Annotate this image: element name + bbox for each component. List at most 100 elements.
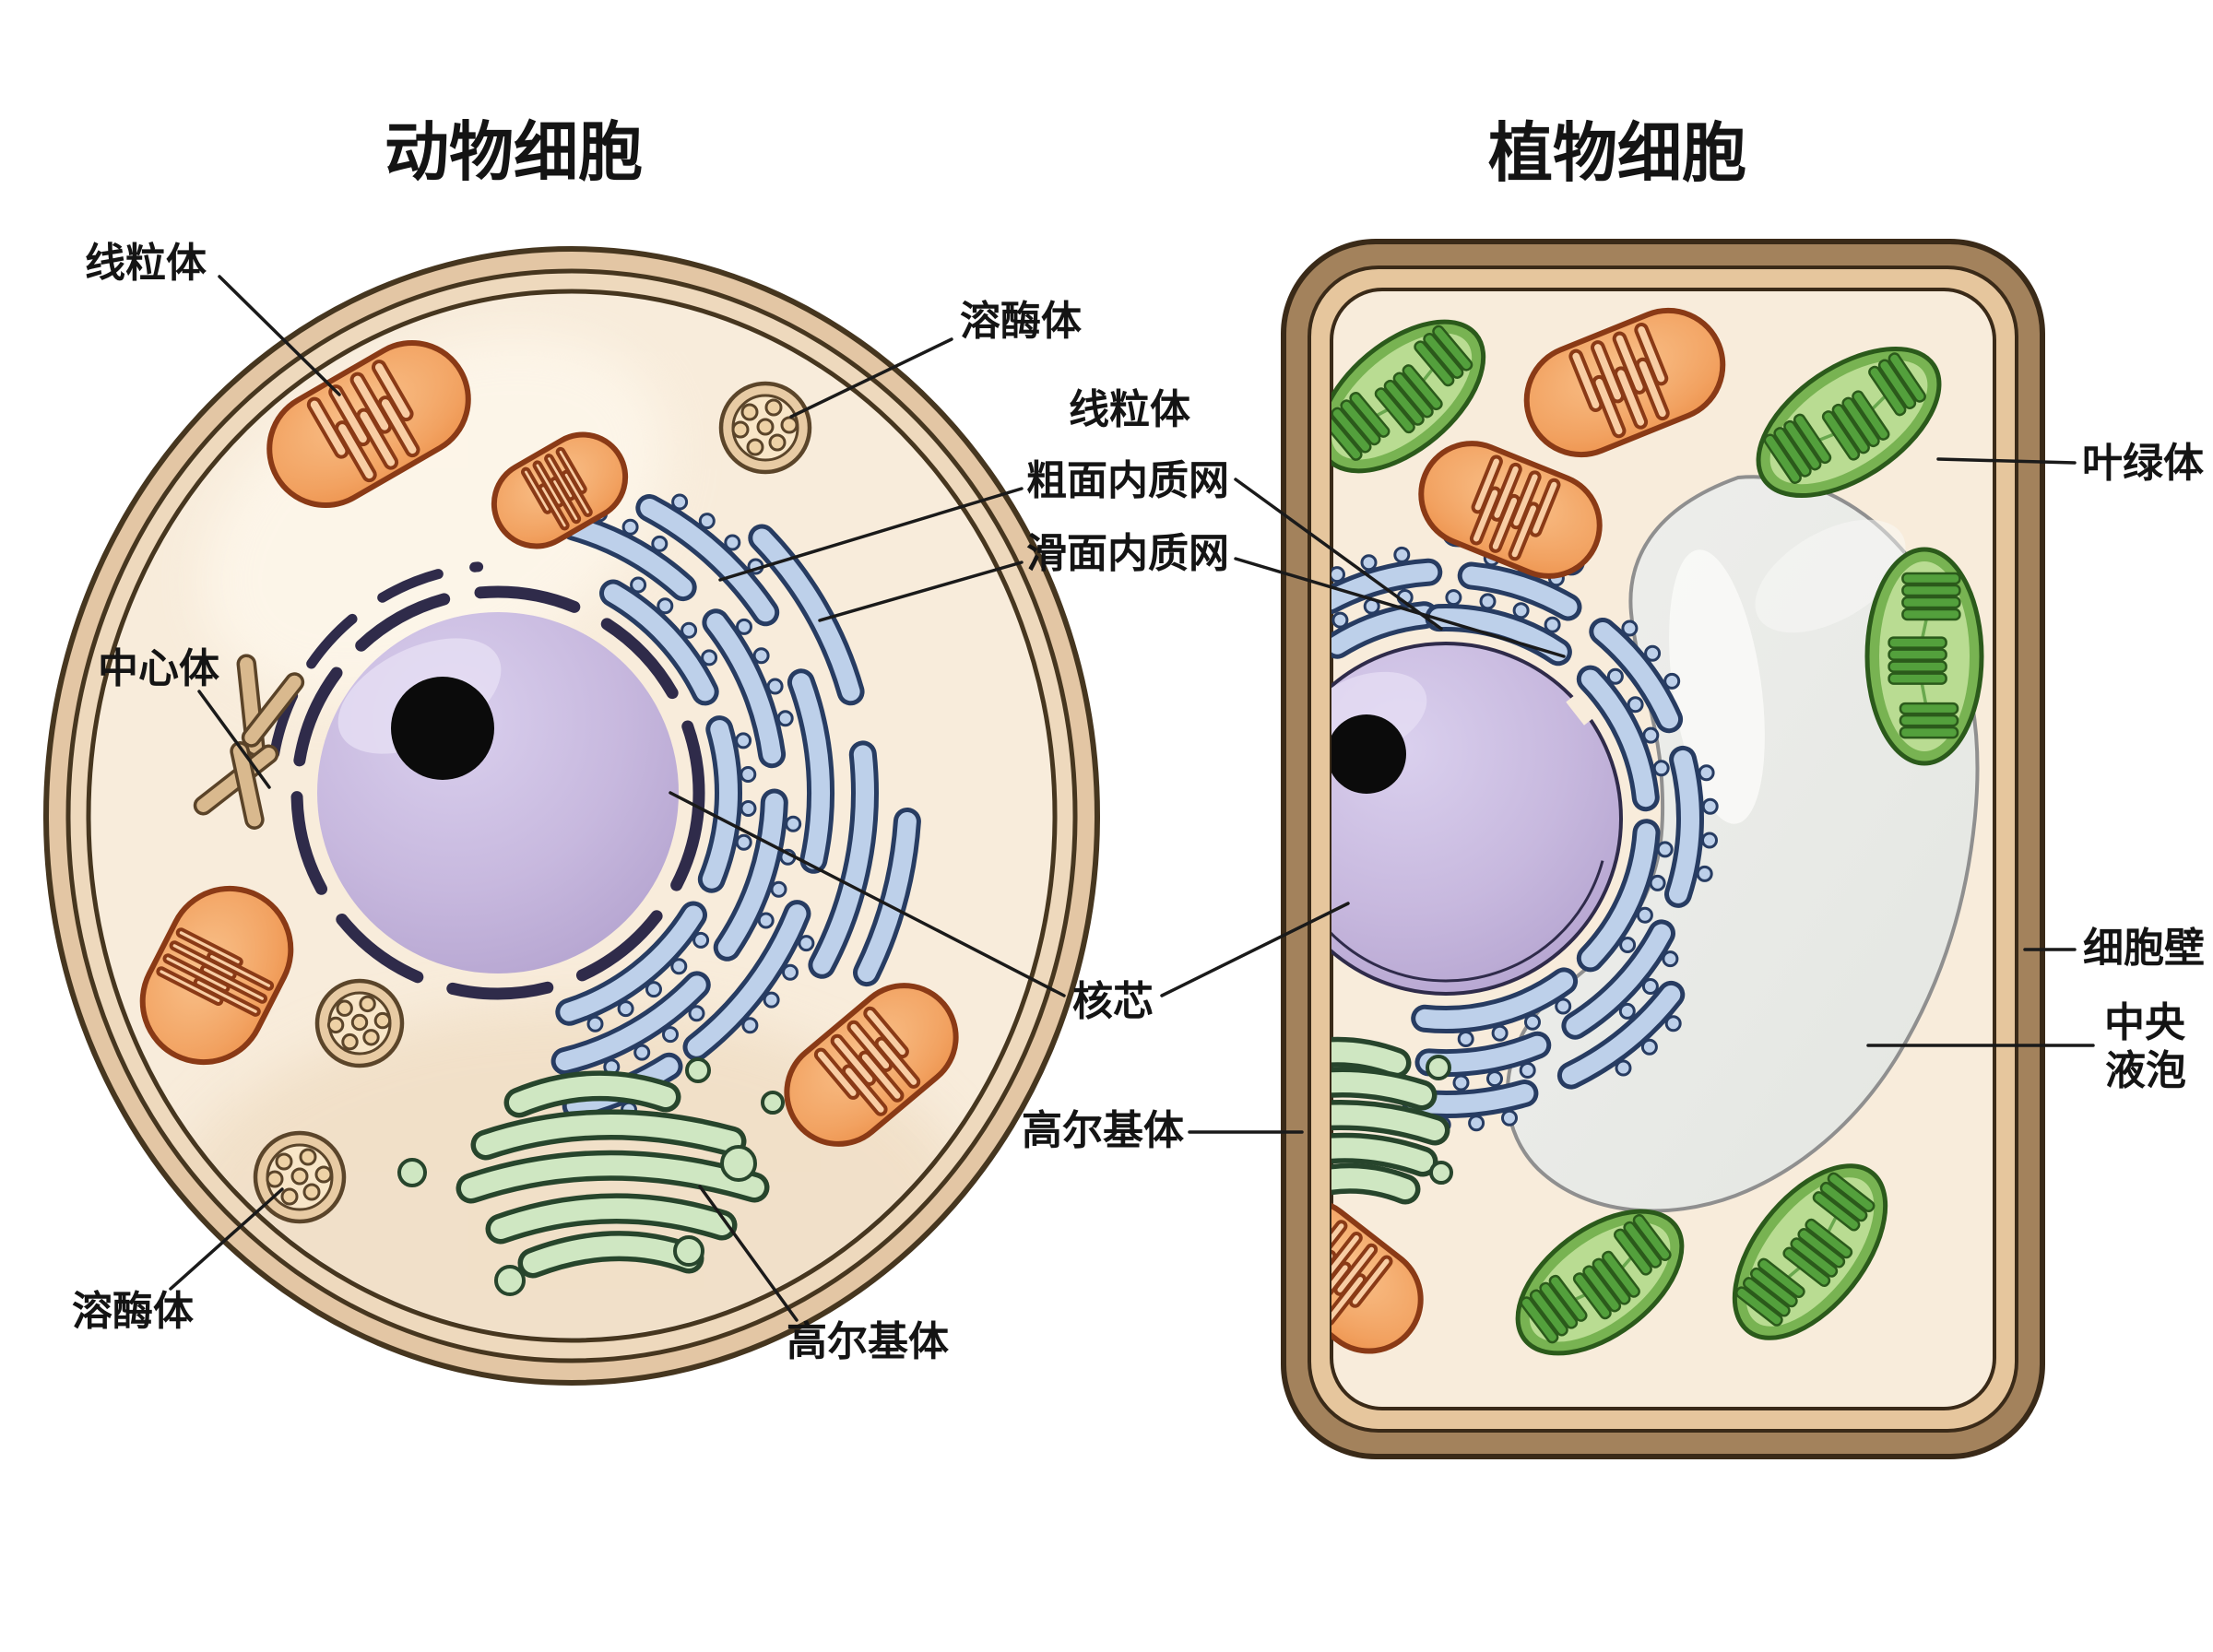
crista — [1348, 1255, 1393, 1308]
ribosome-dot — [1519, 1062, 1536, 1079]
rough-er-tube — [555, 901, 710, 1032]
mitochondrion — [1523, 307, 1726, 458]
ribosome-dot — [1544, 616, 1561, 633]
crista — [1471, 454, 1503, 514]
golgi-vesicle — [673, 1235, 704, 1267]
crista — [830, 1033, 877, 1086]
lysosome — [718, 381, 812, 475]
thylakoid-stack — [1901, 584, 1961, 597]
thylakoid-stack — [1734, 1286, 1783, 1327]
enzyme-granule — [314, 1165, 333, 1184]
leader-animal-mitochondrion — [218, 275, 341, 396]
rough-er-tube — [560, 505, 697, 602]
thylakoid-stack — [1790, 1237, 1839, 1278]
leader-lines — [169, 275, 2095, 1322]
ribosome-dot — [1621, 620, 1639, 637]
ribosome-dot — [724, 534, 741, 551]
rough-er-tube — [550, 971, 711, 1076]
ribosome-dot — [782, 963, 799, 981]
title-plant-cell: 植物细胞 — [1488, 117, 1746, 189]
ribosome-dot — [1642, 726, 1660, 744]
leader-animal-golgi — [698, 1185, 799, 1322]
enzyme-granule — [746, 438, 764, 456]
enzyme-granule — [299, 1148, 317, 1166]
thylakoid-stack — [1888, 660, 1947, 673]
thylakoid-stack — [1520, 1296, 1559, 1344]
thylakoid-stack — [1757, 1257, 1805, 1299]
nucleolus — [391, 677, 494, 780]
mitochondrion — [139, 885, 294, 1066]
ribosome-dot — [1698, 764, 1715, 782]
label-plant-golgi: 高尔基体 — [1022, 1108, 1184, 1153]
mitochondrion — [784, 983, 959, 1147]
crista — [550, 477, 582, 525]
leader-rough-er-right — [1234, 478, 1443, 631]
crista — [1331, 1220, 1348, 1273]
title-animal-cell: 动物细胞 — [385, 116, 643, 188]
thylakoid-stack — [1331, 407, 1372, 454]
ribosome-dot — [735, 732, 752, 749]
label-nucleolus: 核芯 — [1072, 979, 1154, 1024]
nuclear-pore-gap — [1566, 690, 1599, 726]
thylakoid-stack — [1888, 636, 1947, 649]
enzyme-granule — [359, 995, 376, 1013]
crista — [538, 483, 570, 531]
thylakoid-stack — [1602, 1250, 1640, 1298]
rough-er-tube — [1425, 589, 1572, 667]
thylakoid-stack — [1572, 1272, 1612, 1320]
ribosome-dot — [1662, 950, 1679, 968]
ribosome-dot — [735, 833, 752, 851]
chloroplast — [1331, 319, 1486, 474]
crista — [863, 1006, 909, 1059]
lysosome — [314, 978, 405, 1068]
crista — [1331, 1249, 1337, 1303]
ribosome-dot — [1619, 937, 1637, 953]
crista — [1634, 323, 1669, 386]
enzyme-granule — [266, 1170, 284, 1188]
ribosome-dot — [633, 1044, 651, 1061]
thylakoid-stack — [1340, 399, 1381, 446]
thylakoid-stack — [1888, 648, 1947, 661]
crista — [1612, 331, 1647, 395]
label-cell-wall: 细胞壁 — [2083, 926, 2205, 971]
crista — [1592, 374, 1627, 439]
thylakoid-stack — [1423, 333, 1464, 379]
smooth-er-tube — [787, 668, 835, 874]
thylakoid-stack — [1414, 340, 1455, 387]
enzyme-granule — [362, 1029, 380, 1046]
rough-er-tube — [1664, 745, 1719, 908]
rough-er-tube — [1561, 919, 1679, 1040]
crista — [1490, 462, 1522, 522]
crista — [1635, 357, 1670, 421]
ribosome-dot — [1491, 1024, 1509, 1042]
crista — [1331, 1273, 1367, 1327]
enzyme-granule — [373, 1011, 392, 1030]
crista — [1508, 502, 1540, 561]
rough-er-tube — [702, 608, 794, 769]
thylakoid-stack — [1623, 1221, 1663, 1268]
golgi-vesicle — [1429, 1161, 1453, 1185]
enzyme-granule — [302, 1183, 321, 1201]
crista — [356, 407, 399, 470]
ribosome-dot — [1652, 760, 1670, 777]
ribosome-dot — [785, 815, 802, 832]
ribosome-dot — [763, 991, 780, 1009]
thylakoid-stack — [1529, 1289, 1568, 1337]
leader-nucleolus-right — [1160, 902, 1350, 997]
label-smooth-er: 滑面内质网 — [1026, 531, 1229, 576]
label-central-vacuole-2: 液泡 — [2105, 1048, 2186, 1093]
ribosome-dot — [1524, 1013, 1541, 1031]
thylakoid-stack — [1402, 364, 1443, 411]
smooth-er-tube — [853, 808, 921, 987]
thylakoid-stack — [1819, 1181, 1868, 1222]
thylakoid-stack — [1592, 1257, 1631, 1305]
rough-er-tube — [1576, 665, 1670, 812]
ribosome-dot — [1641, 978, 1659, 995]
lysosome — [253, 1130, 347, 1224]
thylakoid-stack — [1821, 410, 1861, 461]
label-rough-er: 粗面内质网 — [1026, 458, 1229, 503]
ribosome-dot — [1501, 1109, 1518, 1127]
nuclear-envelope — [290, 585, 705, 1000]
ribosome-dot — [741, 1017, 759, 1034]
